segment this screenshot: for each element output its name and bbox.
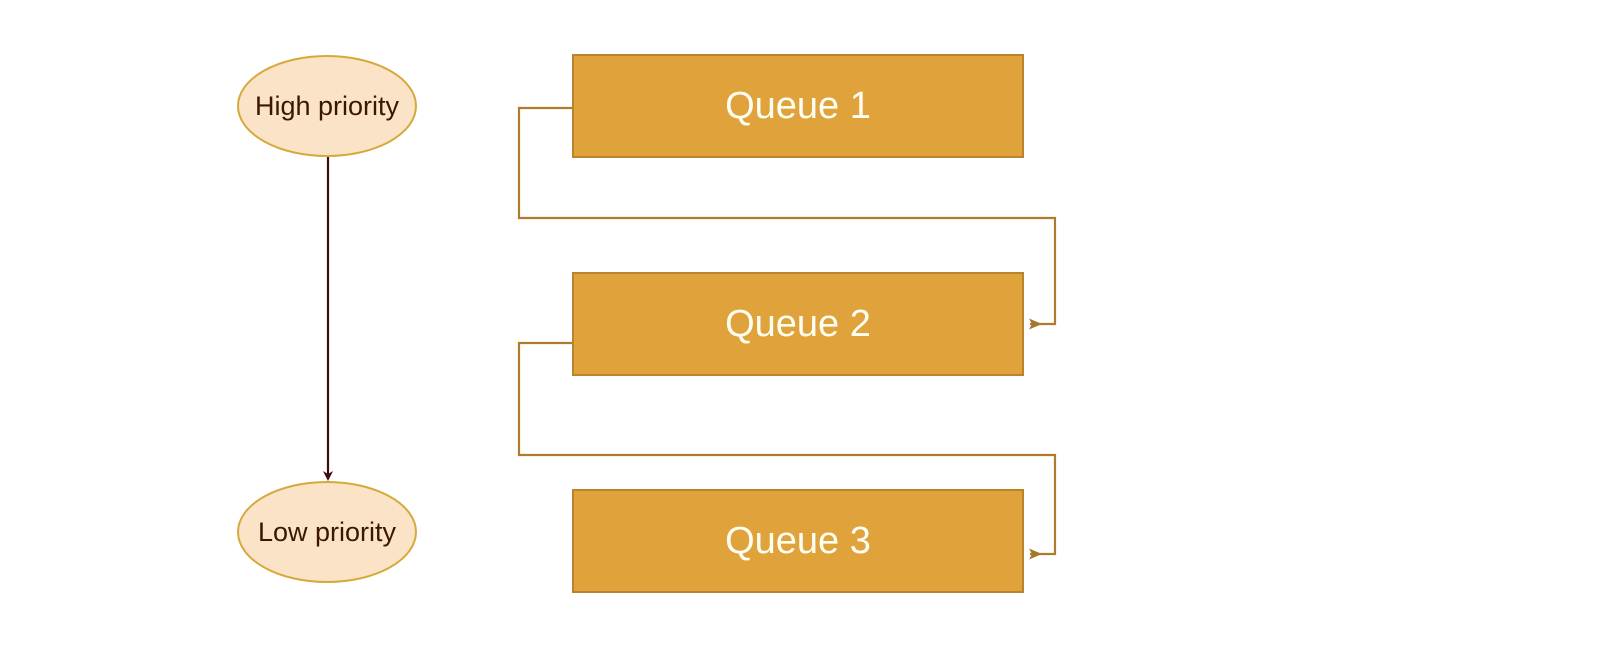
high-priority-ellipse	[237, 55, 417, 157]
low-priority-label: Low priority	[258, 517, 397, 547]
queue-label-1: Queue 1	[725, 85, 871, 127]
low-priority-ellipse	[237, 481, 417, 583]
connector-path	[517, 341, 1057, 560]
high-priority-node[interactable]: High priority	[237, 55, 417, 157]
connector-queue1-to-queue2[interactable]	[517, 106, 1057, 330]
connector-queue2-to-queue3[interactable]	[517, 341, 1057, 560]
connector-path	[517, 106, 1057, 330]
queue-box-3	[572, 489, 1024, 593]
queue-label-2: Queue 2	[725, 303, 871, 345]
queue-node-3[interactable]: Queue 3	[572, 489, 1024, 593]
high-priority-label: High priority	[255, 91, 400, 121]
queue-label-3: Queue 3	[725, 520, 871, 562]
queue-box-2	[572, 272, 1024, 376]
queue-box-1	[572, 54, 1024, 158]
queue-node-1[interactable]: Queue 1	[572, 54, 1024, 158]
queue-node-2[interactable]: Queue 2	[572, 272, 1024, 376]
low-priority-node[interactable]: Low priority	[237, 481, 417, 583]
